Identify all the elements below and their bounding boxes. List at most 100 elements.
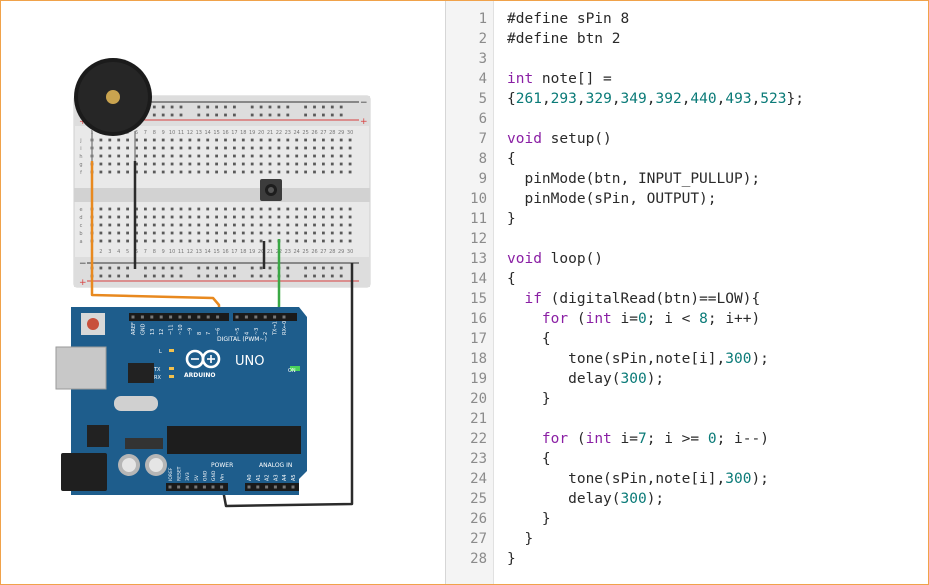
code-number: 523 — [760, 91, 787, 107]
code-line[interactable]: } — [507, 389, 551, 409]
code-token: { — [507, 331, 551, 347]
column-number: 11 — [178, 130, 184, 136]
code-line[interactable]: for (int i=7; i >= 0; i--) — [507, 429, 769, 449]
line-number: 15 — [470, 291, 487, 307]
digital-pin-label: 4 — [244, 332, 250, 335]
line-number: 25 — [470, 491, 487, 507]
code-line[interactable]: { — [507, 449, 551, 469]
analog-pin-label: A1 — [256, 474, 262, 481]
column-number: 17 — [231, 249, 237, 255]
code-line[interactable]: {261,293,329,349,392,440,493,523}; — [507, 89, 804, 109]
digital-pin-label: 12 — [159, 329, 165, 335]
code-token: } — [507, 211, 516, 227]
code-line[interactable]: pinMode(sPin, OUTPUT); — [507, 189, 716, 209]
code-token: ); — [751, 351, 769, 367]
code-line[interactable]: int note[] = — [507, 69, 612, 89]
code-line[interactable]: for (int i=0; i < 8; i++) — [507, 309, 760, 329]
breadboard[interactable]: − + − + − + 1122334455667788991010111112… — [73, 95, 371, 288]
power-pin-label: Vin — [220, 474, 226, 481]
code-token: tone(sPin,note[i], — [507, 471, 726, 487]
code-token: ; i++) — [707, 311, 761, 327]
column-number: 23 — [285, 249, 291, 255]
code-token — [507, 431, 542, 447]
code-number: 261 — [515, 91, 542, 107]
code-token: } — [507, 551, 516, 567]
code-keyword: int — [507, 71, 534, 87]
code-token: } — [507, 531, 534, 547]
code-keyword: if — [524, 291, 542, 307]
code-line[interactable]: void loop() — [507, 249, 603, 269]
code-number: 7 — [638, 431, 647, 447]
code-line[interactable]: pinMode(btn, INPUT_PULLUP); — [507, 169, 760, 189]
code-line[interactable]: if (digitalRead(btn)==LOW){ — [507, 289, 760, 309]
code-line[interactable]: #define sPin 8 — [507, 9, 629, 29]
code-line[interactable]: } — [507, 549, 516, 569]
line-number: 6 — [478, 111, 487, 127]
code-token: ( — [568, 431, 586, 447]
code-line[interactable]: tone(sPin,note[i],300); — [507, 469, 769, 489]
code-token: } — [507, 391, 551, 407]
code-line[interactable]: delay(300); — [507, 369, 664, 389]
code-number: 8 — [699, 311, 708, 327]
digital-pin-label: ~3 — [254, 328, 260, 335]
piezo-buzzer[interactable] — [74, 58, 152, 161]
line-number: 3 — [478, 51, 487, 67]
code-number: 440 — [690, 91, 717, 107]
column-number: 14 — [205, 249, 211, 255]
line-number: 7 — [478, 131, 487, 147]
column-number: 8 — [153, 249, 156, 255]
wire-black-ground[interactable] — [221, 263, 354, 508]
column-number: 29 — [338, 130, 344, 136]
code-line[interactable]: { — [507, 329, 551, 349]
digital-pin-label: 13 — [150, 329, 156, 335]
code-line[interactable]: } — [507, 209, 516, 229]
column-number: 12 — [187, 249, 193, 255]
code-token: #define sPin 8 — [507, 11, 630, 27]
row-letter: a — [79, 239, 82, 245]
arduino-uno-board[interactable]: UNO ARDUINO DIGITAL (PWM~) POWER ANALOG … — [55, 307, 307, 495]
code-token: { — [507, 451, 551, 467]
code-token: (digitalRead(btn)==LOW){ — [541, 291, 761, 307]
line-number: 8 — [478, 151, 487, 167]
code-keyword: int — [585, 311, 612, 327]
code-line[interactable]: { — [507, 269, 516, 289]
line-number: 2 — [478, 31, 487, 47]
code-keyword: for — [541, 311, 569, 327]
code-token: { — [507, 271, 516, 287]
code-line[interactable]: #define btn 2 — [507, 29, 621, 49]
row-letter: h — [79, 154, 82, 160]
circuit-schematic[interactable]: − + − + − + 1122334455667788991010111112… — [1, 1, 446, 584]
code-line[interactable]: void setup() — [507, 129, 612, 149]
code-keyword: void — [507, 251, 542, 267]
column-number: 20 — [258, 249, 264, 255]
line-number: 24 — [470, 471, 487, 487]
digital-pwm-label: DIGITAL (PWM~) — [217, 336, 267, 343]
line-number: 22 — [470, 431, 487, 447]
led-tx-label: TX — [153, 367, 161, 373]
on-led-label: ON — [288, 368, 296, 374]
pane-divider[interactable] — [445, 1, 446, 584]
digital-pin-label: ~5 — [235, 328, 241, 335]
power-pin-label: IOREF — [168, 467, 174, 481]
code-line[interactable]: } — [507, 509, 551, 529]
analog-pin-label: A3 — [273, 474, 279, 481]
analog-in-label: ANALOG IN — [259, 462, 292, 469]
pushbutton[interactable] — [260, 179, 282, 201]
line-number: 10 — [470, 191, 487, 207]
column-number: 15 — [213, 130, 219, 136]
code-token: note[] = — [533, 71, 612, 87]
power-pin-label: GND — [211, 470, 217, 481]
code-line[interactable]: delay(300); — [507, 489, 664, 509]
circuit-canvas[interactable]: − + − + − + 1122334455667788991010111112… — [1, 1, 446, 584]
code-line[interactable]: tone(sPin,note[i],300); — [507, 349, 769, 369]
code-token: ; i < — [646, 311, 700, 327]
column-number: 21 — [267, 130, 273, 136]
code-line[interactable]: } — [507, 529, 533, 549]
column-number: 23 — [285, 130, 291, 136]
column-number: 5 — [126, 249, 129, 255]
code-line[interactable]: { — [507, 149, 516, 169]
code-token: { — [507, 151, 516, 167]
code-number: 0 — [707, 431, 717, 447]
code-number: 300 — [725, 351, 752, 367]
